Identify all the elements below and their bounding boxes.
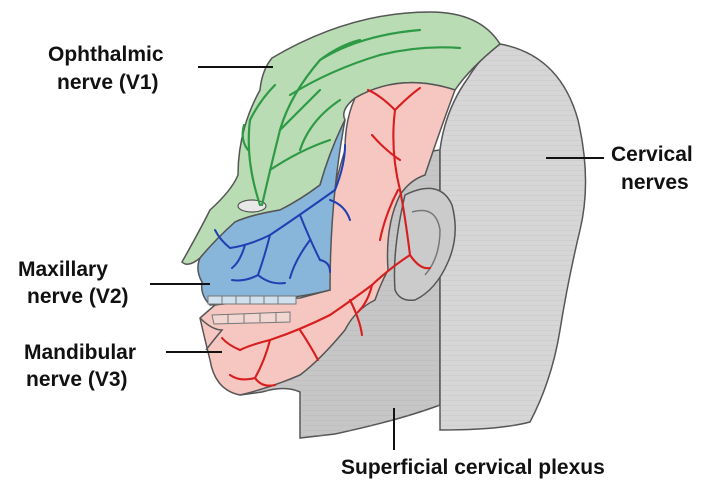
superficial-cervical-plexus-label: Superficial cervical plexus xyxy=(341,456,605,479)
maxillary-nerve-label: Maxillary nerve (V2) xyxy=(18,258,129,308)
mandibular-nerve-label: Mandibular nerve (V3) xyxy=(24,341,136,391)
ear xyxy=(393,187,456,302)
svg-text:nerve (V1): nerve (V1) xyxy=(57,71,159,94)
svg-text:Cervical: Cervical xyxy=(611,143,693,166)
maxillary-nerve-branches xyxy=(214,144,351,285)
svg-text:Mandibular: Mandibular xyxy=(24,341,136,364)
svg-text:nerve (V3): nerve (V3) xyxy=(26,368,128,391)
svg-text:Ophthalmic: Ophthalmic xyxy=(48,43,164,66)
lips xyxy=(199,317,224,351)
cervical-nerves-label: Cervical nerves xyxy=(611,143,693,194)
svg-text:Superficial cervical plexus: Superficial cervical plexus xyxy=(341,456,605,479)
maxillary-region xyxy=(197,119,346,306)
ophthalmic-nerve-label: Ophthalmic nerve (V1) xyxy=(48,43,164,94)
ophthalmic-nerve-branches xyxy=(241,28,462,207)
svg-text:nerve (V2): nerve (V2) xyxy=(27,285,129,308)
svg-text:nerves: nerves xyxy=(621,171,689,194)
teeth xyxy=(207,295,297,325)
mandibular-nerve-branches xyxy=(220,86,432,387)
svg-text:Maxillary: Maxillary xyxy=(18,258,108,281)
